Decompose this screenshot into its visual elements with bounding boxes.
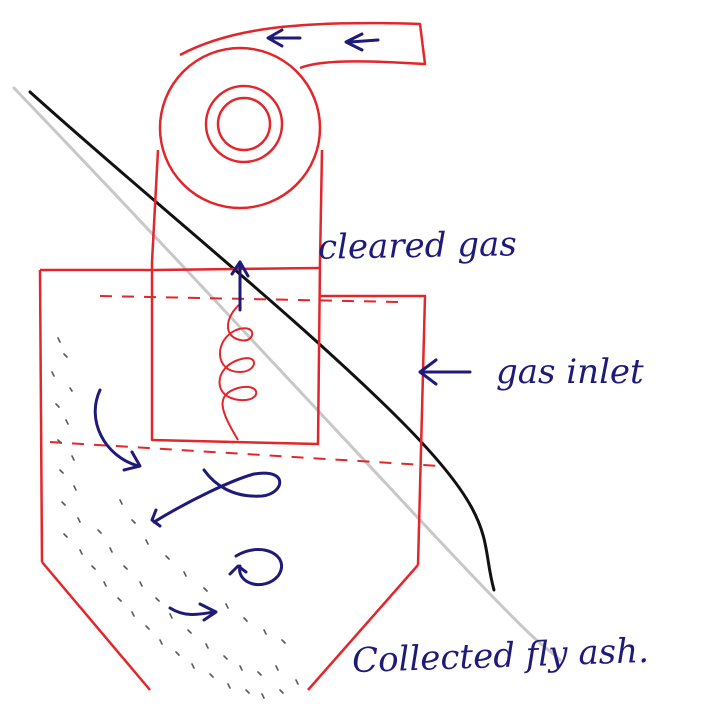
- small-loop: [230, 549, 282, 584]
- up-arrow: [232, 262, 248, 310]
- gas-inlet-label: gas inlet: [496, 352, 644, 392]
- swirl-arrow-left: [95, 390, 140, 470]
- inflow-arrow-2: [346, 34, 378, 50]
- figure-eight: [152, 470, 280, 526]
- gas-inlet-arrow: [420, 360, 470, 384]
- fly-ash-texture: [52, 338, 298, 698]
- cleaned-gas-label: cleared gas: [318, 224, 517, 267]
- bottom-arrow: [170, 604, 216, 620]
- inflow-arrow-1: [268, 30, 300, 46]
- gray-diagonal-stroke: [14, 88, 560, 660]
